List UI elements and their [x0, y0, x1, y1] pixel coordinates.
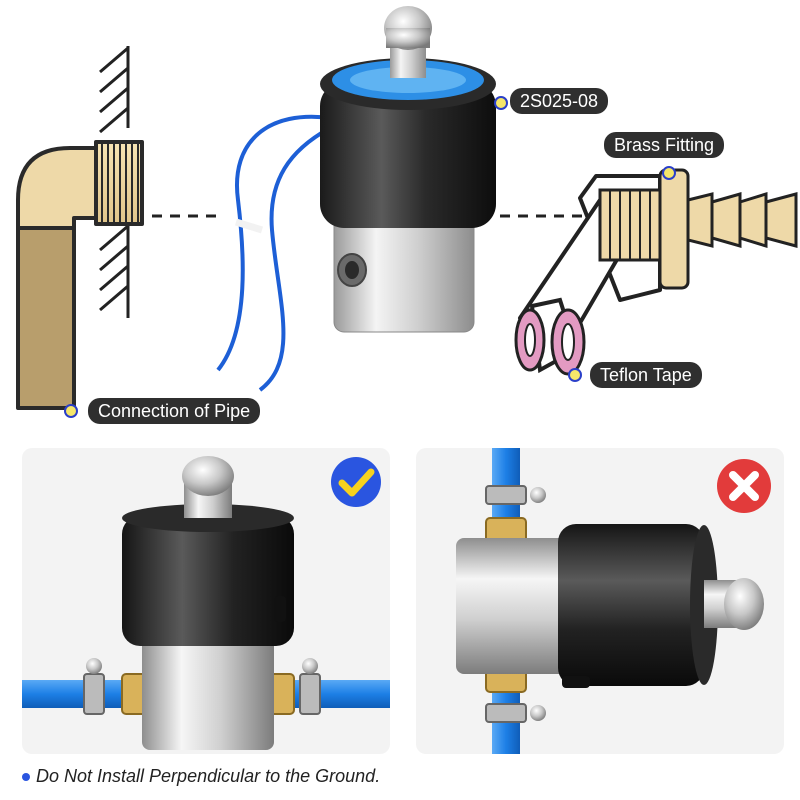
model-marker — [494, 96, 508, 110]
note-bullet — [22, 773, 30, 781]
x-icon — [717, 459, 771, 513]
elbow-pipe — [16, 140, 144, 410]
blue-wire — [216, 114, 331, 392]
incorrect-installation-panel — [416, 448, 784, 754]
installation-note: Do Not Install Perpendicular to the Grou… — [36, 766, 381, 786]
connection-marker — [64, 404, 78, 418]
brass-fitting-marker — [662, 166, 676, 180]
correct-installation-panel — [22, 448, 390, 754]
brass-fitting — [518, 168, 798, 342]
brass-fitting-label: Brass Fitting — [604, 132, 725, 158]
checkmark-icon — [331, 457, 381, 507]
model-label: 2S025-08 — [510, 88, 609, 114]
teflon-tape-marker — [568, 368, 582, 382]
correct-installation-illustration — [22, 456, 390, 750]
incorrect-installation-illustration — [456, 448, 764, 754]
connection-of-pipe-label: Connection of Pipe — [88, 398, 261, 424]
teflon-tape — [514, 297, 586, 376]
teflon-tape-label: Teflon Tape — [590, 362, 702, 388]
wall-hatching — [99, 46, 130, 318]
installation-diagram — [16, 6, 798, 410]
solenoid-valve — [320, 6, 496, 333]
